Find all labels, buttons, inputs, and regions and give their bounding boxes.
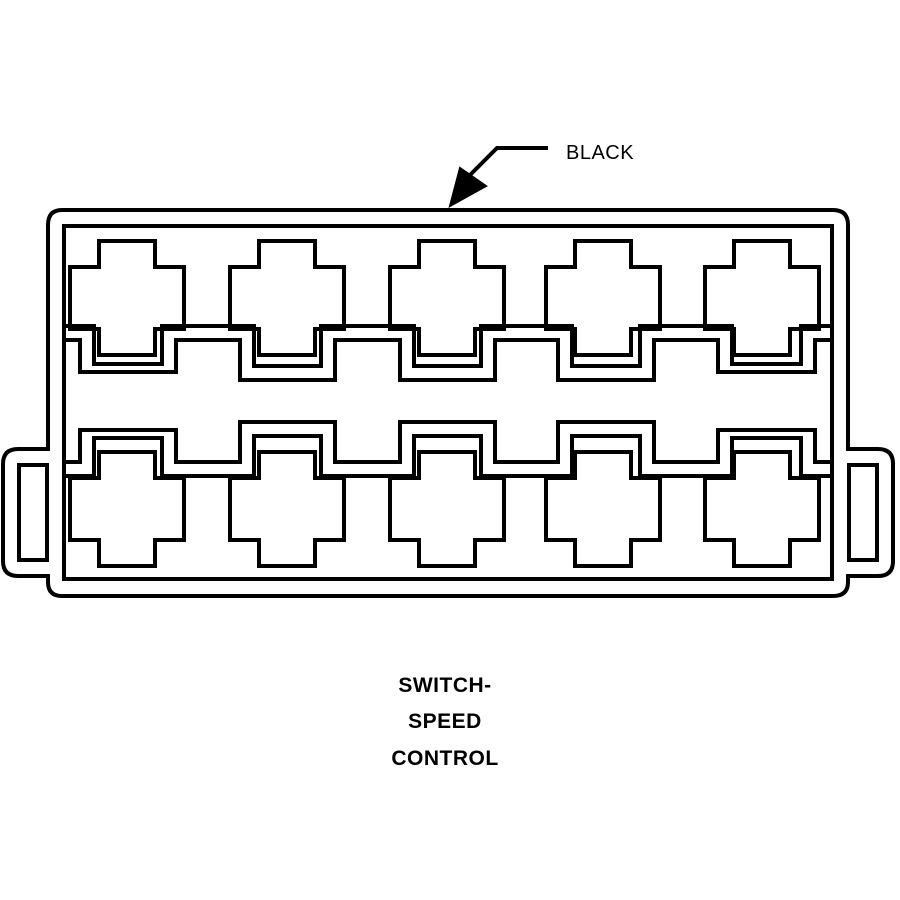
terminal-cavity — [228, 450, 346, 568]
caption-line-3: CONTROL — [391, 747, 499, 770]
terminal-cavity — [544, 239, 662, 357]
caption-line-1: SWITCH- — [398, 674, 492, 697]
connector-housing-outline — [1, 208, 895, 598]
terminal-cavity — [703, 239, 821, 357]
lower-lock-rail — [64, 420, 832, 464]
connector-face-outline — [62, 224, 834, 581]
callout-arrowhead — [448, 166, 488, 209]
callout-leader — [468, 146, 548, 177]
caption-line-2: SPEED — [408, 710, 482, 733]
color-callout-label: BLACK — [566, 142, 635, 164]
upper-lock-rail — [64, 338, 832, 382]
terminal-cavity — [388, 450, 506, 568]
terminal-cavity — [228, 239, 346, 357]
terminal-cavity — [544, 450, 662, 568]
terminal-cavity — [388, 239, 506, 357]
terminal-cavity — [68, 450, 186, 568]
left-latch — [17, 463, 49, 562]
terminal-cavity — [68, 239, 186, 357]
terminal-cavities — [68, 239, 821, 568]
terminal-cavity — [703, 450, 821, 568]
right-latch — [847, 463, 879, 562]
